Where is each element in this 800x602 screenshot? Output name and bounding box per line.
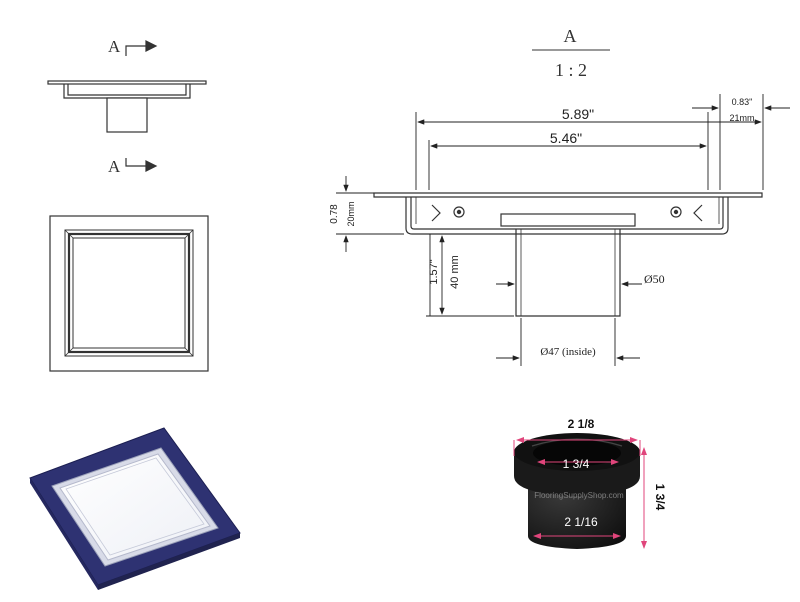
section-marker-top: A <box>108 37 158 56</box>
isometric-render <box>29 427 241 590</box>
dimension-labels: 5.89" 5.46" 0.83" 21mm 0.78 20mm 1.57" 4… <box>329 97 755 358</box>
section-title: A 1 : 2 <box>532 26 610 80</box>
section-a-drawing <box>373 192 763 317</box>
overall-width-label: 5.89" <box>562 106 594 122</box>
section-label-top: A <box>108 37 121 56</box>
rubber-adapter: FlooringSupplyShop.com 2 1/8 1 3/4 2 1/1… <box>513 417 667 549</box>
scale-ratio: 1 : 2 <box>555 60 587 80</box>
section-label-bottom: A <box>108 157 121 176</box>
outlet-length-inch-label: 1.57" <box>428 259 440 284</box>
dimension-lines <box>336 94 790 366</box>
side-elevation-view: A A <box>47 37 207 176</box>
adapter-height: 1 3/4 <box>653 484 667 511</box>
adapter-bottom-diameter: 2 1/16 <box>564 515 598 529</box>
adapter-inner-diameter: 1 3/4 <box>563 457 590 471</box>
section-marker-bottom: A <box>108 157 158 176</box>
height-mm-label: 20mm <box>346 201 356 226</box>
inner-width-label: 5.46" <box>550 130 582 146</box>
outlet-outer-diameter-label: Ø50 <box>644 272 665 286</box>
adapter-top-diameter: 2 1/8 <box>568 417 595 431</box>
flange-mm-label: 21mm <box>729 113 754 123</box>
adapter-measure-lines <box>513 437 647 549</box>
flange-inch-label: 0.83" <box>732 97 753 107</box>
outlet-length-mm-label: 40 mm <box>449 255 461 289</box>
outlet-inner-diameter-label: Ø47 (inside) <box>540 346 596 358</box>
watermark-text: FlooringSupplyShop.com <box>534 491 624 500</box>
plan-view <box>49 215 209 372</box>
section-title-letter: A <box>564 26 577 46</box>
height-inch-label: 0.78 <box>329 204 340 224</box>
